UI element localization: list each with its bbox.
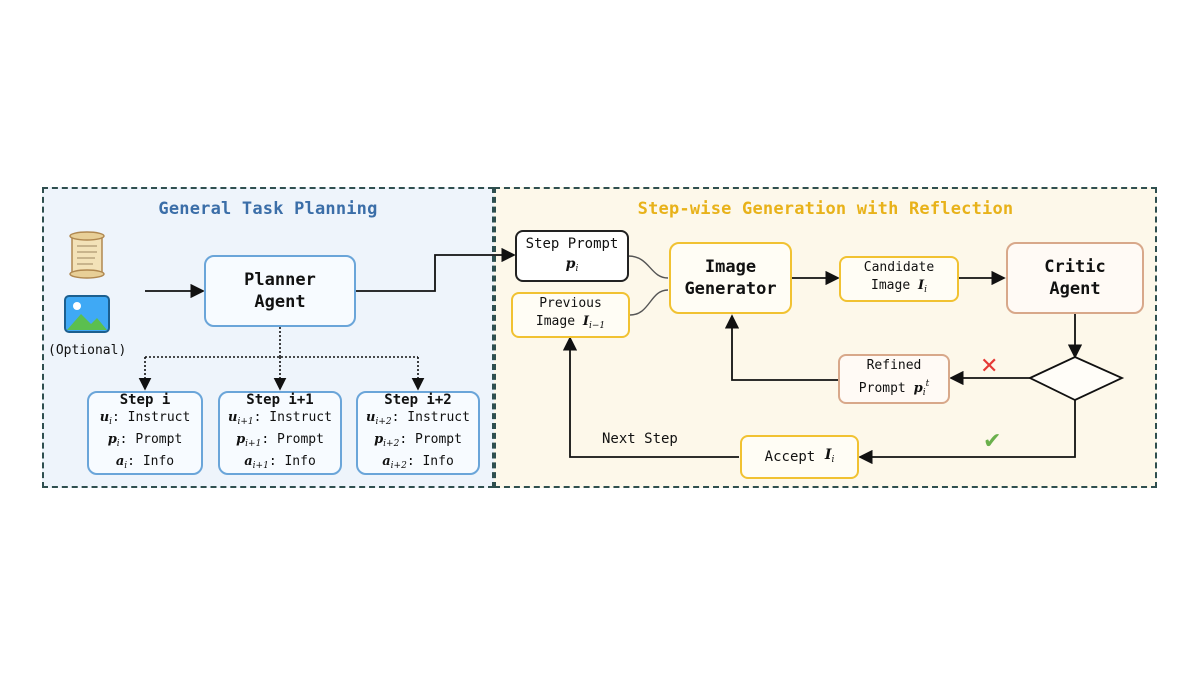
- reject-x-icon: ✕: [980, 354, 999, 379]
- refined-prompt-label: Refined: [866, 357, 922, 373]
- step-title: Step i: [119, 392, 171, 408]
- step-title: Step i+2: [384, 392, 452, 408]
- step-instruct-row: ui+2: Instruct: [366, 410, 470, 427]
- step-prompt-row: pi+2: Prompt: [374, 432, 462, 449]
- step-prompt-box: Step Prompt pi: [515, 230, 629, 282]
- step-prompt-row: pi: Prompt: [107, 432, 183, 449]
- image-generator-box: Image Generator: [669, 242, 792, 314]
- candidate-image-box: Candidate Image Ii: [839, 256, 959, 302]
- step-prompt-row: pi+1: Prompt: [236, 432, 324, 449]
- planner-agent-box: Planner Agent: [204, 255, 356, 327]
- planner-agent-line2: Agent: [254, 292, 306, 312]
- previous-image-symbol: Image Ii−1: [535, 314, 606, 331]
- step-prompt-label: Step Prompt: [525, 235, 619, 252]
- previous-image-box: Previous Image Ii−1: [511, 292, 630, 338]
- accept-check-icon: ✔: [983, 429, 1002, 454]
- refined-prompt-box: Refined Prompt pit: [838, 354, 950, 404]
- accept-symbol: Ii: [824, 446, 835, 465]
- step-title: Step i+1: [246, 392, 314, 408]
- critic-agent-line1: Critic: [1044, 257, 1106, 277]
- accept-label: Accept: [764, 449, 816, 465]
- image-generator-line1: Image: [704, 257, 757, 277]
- step-box-3: Step i+2 ui+2: Instruct pi+2: Prompt ai+…: [356, 391, 480, 475]
- critic-agent-line2: Agent: [1049, 279, 1101, 299]
- planner-agent-line1: Planner: [244, 270, 316, 290]
- image-icon: [63, 294, 111, 334]
- step-box-1: Step i ui: Instruct pi: Prompt ai: Info: [87, 391, 203, 475]
- scroll-icon: [66, 230, 108, 280]
- image-generator-line2: Generator: [684, 279, 777, 299]
- accept-box: Accept Ii: [740, 435, 859, 479]
- step-instruct-row: ui+1: Instruct: [228, 410, 332, 427]
- step-prompt-symbol: pi: [565, 255, 579, 274]
- generation-reflection-title: Step-wise Generation with Reflection: [637, 199, 1014, 219]
- step-box-2: Step i+1 ui+1: Instruct pi+1: Prompt ai+…: [218, 391, 342, 475]
- critic-agent-box: Critic Agent: [1006, 242, 1144, 314]
- optional-label: (Optional): [48, 343, 127, 358]
- next-step-label: Next Step: [602, 431, 678, 447]
- step-info-row: ai+1: Info: [244, 454, 316, 471]
- candidate-image-symbol: Image Ii: [871, 278, 927, 295]
- refined-prompt-symbol: Prompt pit: [858, 378, 930, 398]
- previous-image-label: Previous: [539, 296, 602, 311]
- step-instruct-row: ui: Instruct: [99, 410, 191, 427]
- step-info-row: ai: Info: [115, 454, 175, 471]
- task-planning-title: General Task Planning: [158, 199, 378, 219]
- decision-diamond: [1027, 356, 1125, 401]
- candidate-image-label: Candidate: [863, 260, 935, 275]
- step-info-row: ai+2: Info: [382, 454, 454, 471]
